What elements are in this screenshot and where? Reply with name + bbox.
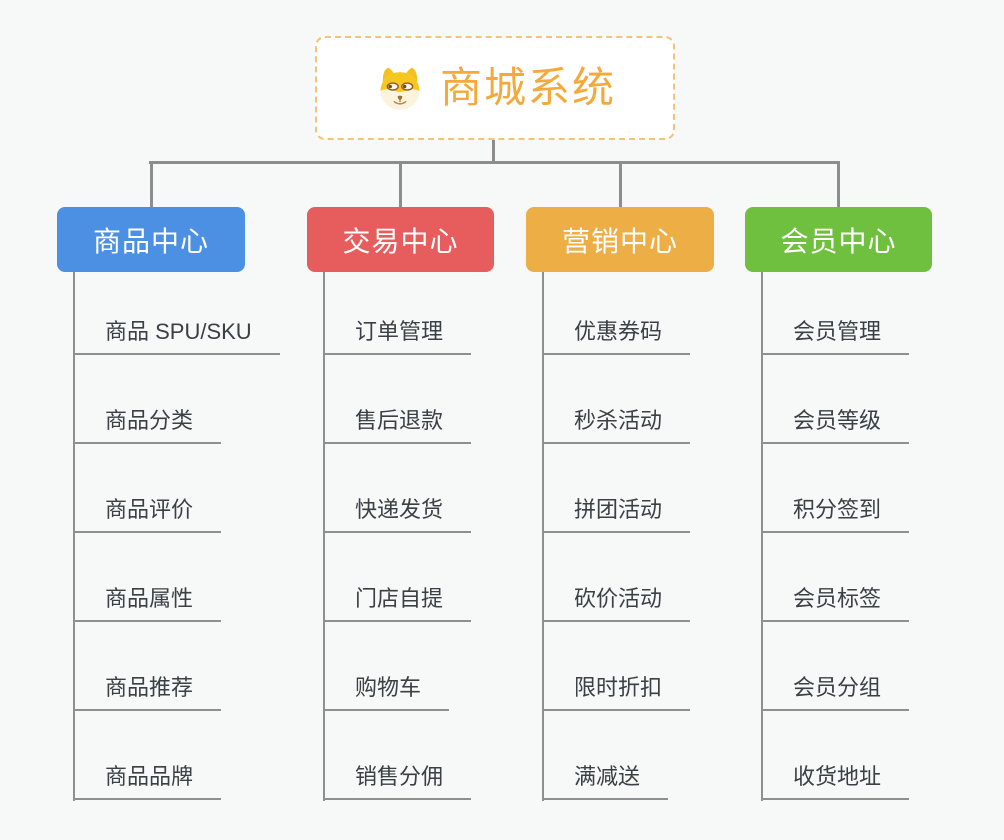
leaf-node[interactable]: 会员等级 [761,406,910,444]
root-node[interactable]: 商城系统 [315,36,675,140]
connector-branch-drop [837,161,840,207]
connector-spine [323,272,325,801]
leaf-node[interactable]: 会员分组 [761,673,910,711]
branch-node[interactable]: 交易中心 [307,207,494,272]
branch-node[interactable]: 会员中心 [745,207,932,272]
leaf-node[interactable]: 拼团活动 [542,495,691,533]
connector-branch-drop [150,161,153,207]
leaf-node[interactable]: 订单管理 [323,317,472,355]
leaf-node[interactable]: 商品属性 [73,584,222,622]
leaf-node[interactable]: 销售分佣 [323,762,472,800]
connector-bus [149,161,840,164]
leaf-node[interactable]: 商品品牌 [73,762,222,800]
connector-root-drop [492,140,495,164]
leaf-node[interactable]: 会员标签 [761,584,910,622]
branch-label: 会员中心 [780,225,897,257]
branch-label: 交易中心 [342,225,459,257]
leaf-node[interactable]: 商品 SPU/SKU [73,317,280,355]
doge-icon [374,64,426,112]
connector-branch-drop [399,161,402,207]
leaf-node[interactable]: 收货地址 [761,762,910,800]
leaf-node[interactable]: 购物车 [323,673,450,711]
leaf-node[interactable]: 门店自提 [323,584,472,622]
root-title: 商城系统 [439,64,616,111]
leaf-node[interactable]: 售后退款 [323,406,472,444]
leaf-node[interactable]: 快递发货 [323,495,472,533]
branch-label: 商品中心 [92,225,209,257]
leaf-node[interactable]: 砍价活动 [542,584,691,622]
branch-node[interactable]: 营销中心 [526,207,714,272]
leaf-node[interactable]: 满减送 [542,762,669,800]
connector-spine [761,272,763,801]
branch-node[interactable]: 商品中心 [57,207,245,272]
connector-spine [542,272,544,801]
leaf-node[interactable]: 商品推荐 [73,673,222,711]
leaf-node[interactable]: 商品评价 [73,495,222,533]
connector-branch-drop [619,161,622,207]
leaf-node[interactable]: 秒杀活动 [542,406,691,444]
branch-label: 营销中心 [561,225,678,257]
leaf-node[interactable]: 限时折扣 [542,673,691,711]
leaf-node[interactable]: 会员管理 [761,317,910,355]
leaf-node[interactable]: 商品分类 [73,406,222,444]
leaf-node[interactable]: 积分签到 [761,495,910,533]
connector-spine [73,272,75,801]
leaf-node[interactable]: 优惠券码 [542,317,691,355]
